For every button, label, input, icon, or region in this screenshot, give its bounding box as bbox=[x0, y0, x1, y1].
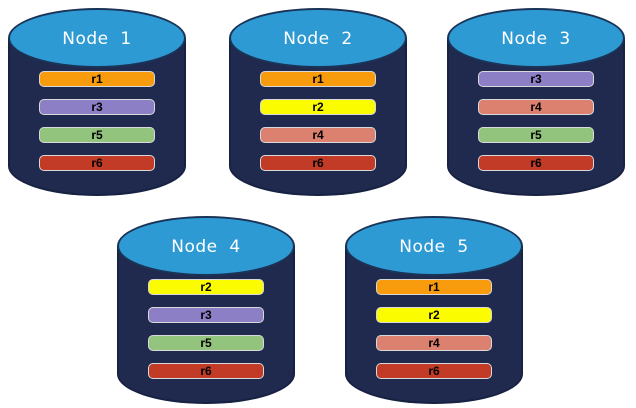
replica-list: r3 r4 r5 r6 bbox=[447, 71, 625, 171]
cylinder-top: Node 2 bbox=[229, 8, 407, 68]
node-title: Node 3 bbox=[501, 29, 571, 49]
replica-list: r1 r3 r5 r6 bbox=[8, 71, 186, 171]
replica-bar-r2: r2 bbox=[148, 279, 264, 295]
replica-bar-r6: r6 bbox=[478, 155, 594, 171]
replica-bar-r5: r5 bbox=[39, 127, 155, 143]
replica-bar-r2: r2 bbox=[260, 99, 376, 115]
node-title: Node 4 bbox=[171, 237, 241, 257]
cylinder-top: Node 4 bbox=[117, 216, 295, 276]
replica-list: r1 r2 r4 r6 bbox=[345, 279, 523, 379]
replica-bar-r1: r1 bbox=[376, 279, 492, 295]
replica-list: r1 r2 r4 r6 bbox=[229, 71, 407, 171]
node-4-cylinder: r2 r3 r5 r6 Node 4 bbox=[117, 216, 295, 404]
replica-bar-r6: r6 bbox=[148, 363, 264, 379]
node-title: Node 2 bbox=[283, 29, 353, 49]
replica-bar-r1: r1 bbox=[39, 71, 155, 87]
node-1-cylinder: r1 r3 r5 r6 Node 1 bbox=[8, 8, 186, 196]
node-title: Node 5 bbox=[399, 237, 469, 257]
replica-bar-r5: r5 bbox=[478, 127, 594, 143]
replica-bar-r3: r3 bbox=[39, 99, 155, 115]
replica-bar-r4: r4 bbox=[376, 335, 492, 351]
cylinder-top: Node 5 bbox=[345, 216, 523, 276]
node-title: Node 1 bbox=[62, 29, 132, 49]
replica-bar-r4: r4 bbox=[260, 127, 376, 143]
replica-bar-r5: r5 bbox=[148, 335, 264, 351]
replica-bar-r3: r3 bbox=[478, 71, 594, 87]
replica-bar-r6: r6 bbox=[39, 155, 155, 171]
replica-bar-r4: r4 bbox=[478, 99, 594, 115]
replica-bar-r2: r2 bbox=[376, 307, 492, 323]
replica-bar-r3: r3 bbox=[148, 307, 264, 323]
replica-bar-r6: r6 bbox=[260, 155, 376, 171]
replica-list: r2 r3 r5 r6 bbox=[117, 279, 295, 379]
node-3-cylinder: r3 r4 r5 r6 Node 3 bbox=[447, 8, 625, 196]
node-2-cylinder: r1 r2 r4 r6 Node 2 bbox=[229, 8, 407, 196]
replica-bar-r6: r6 bbox=[376, 363, 492, 379]
cylinder-top: Node 3 bbox=[447, 8, 625, 68]
node-5-cylinder: r1 r2 r4 r6 Node 5 bbox=[345, 216, 523, 404]
replica-bar-r1: r1 bbox=[260, 71, 376, 87]
cylinder-top: Node 1 bbox=[8, 8, 186, 68]
